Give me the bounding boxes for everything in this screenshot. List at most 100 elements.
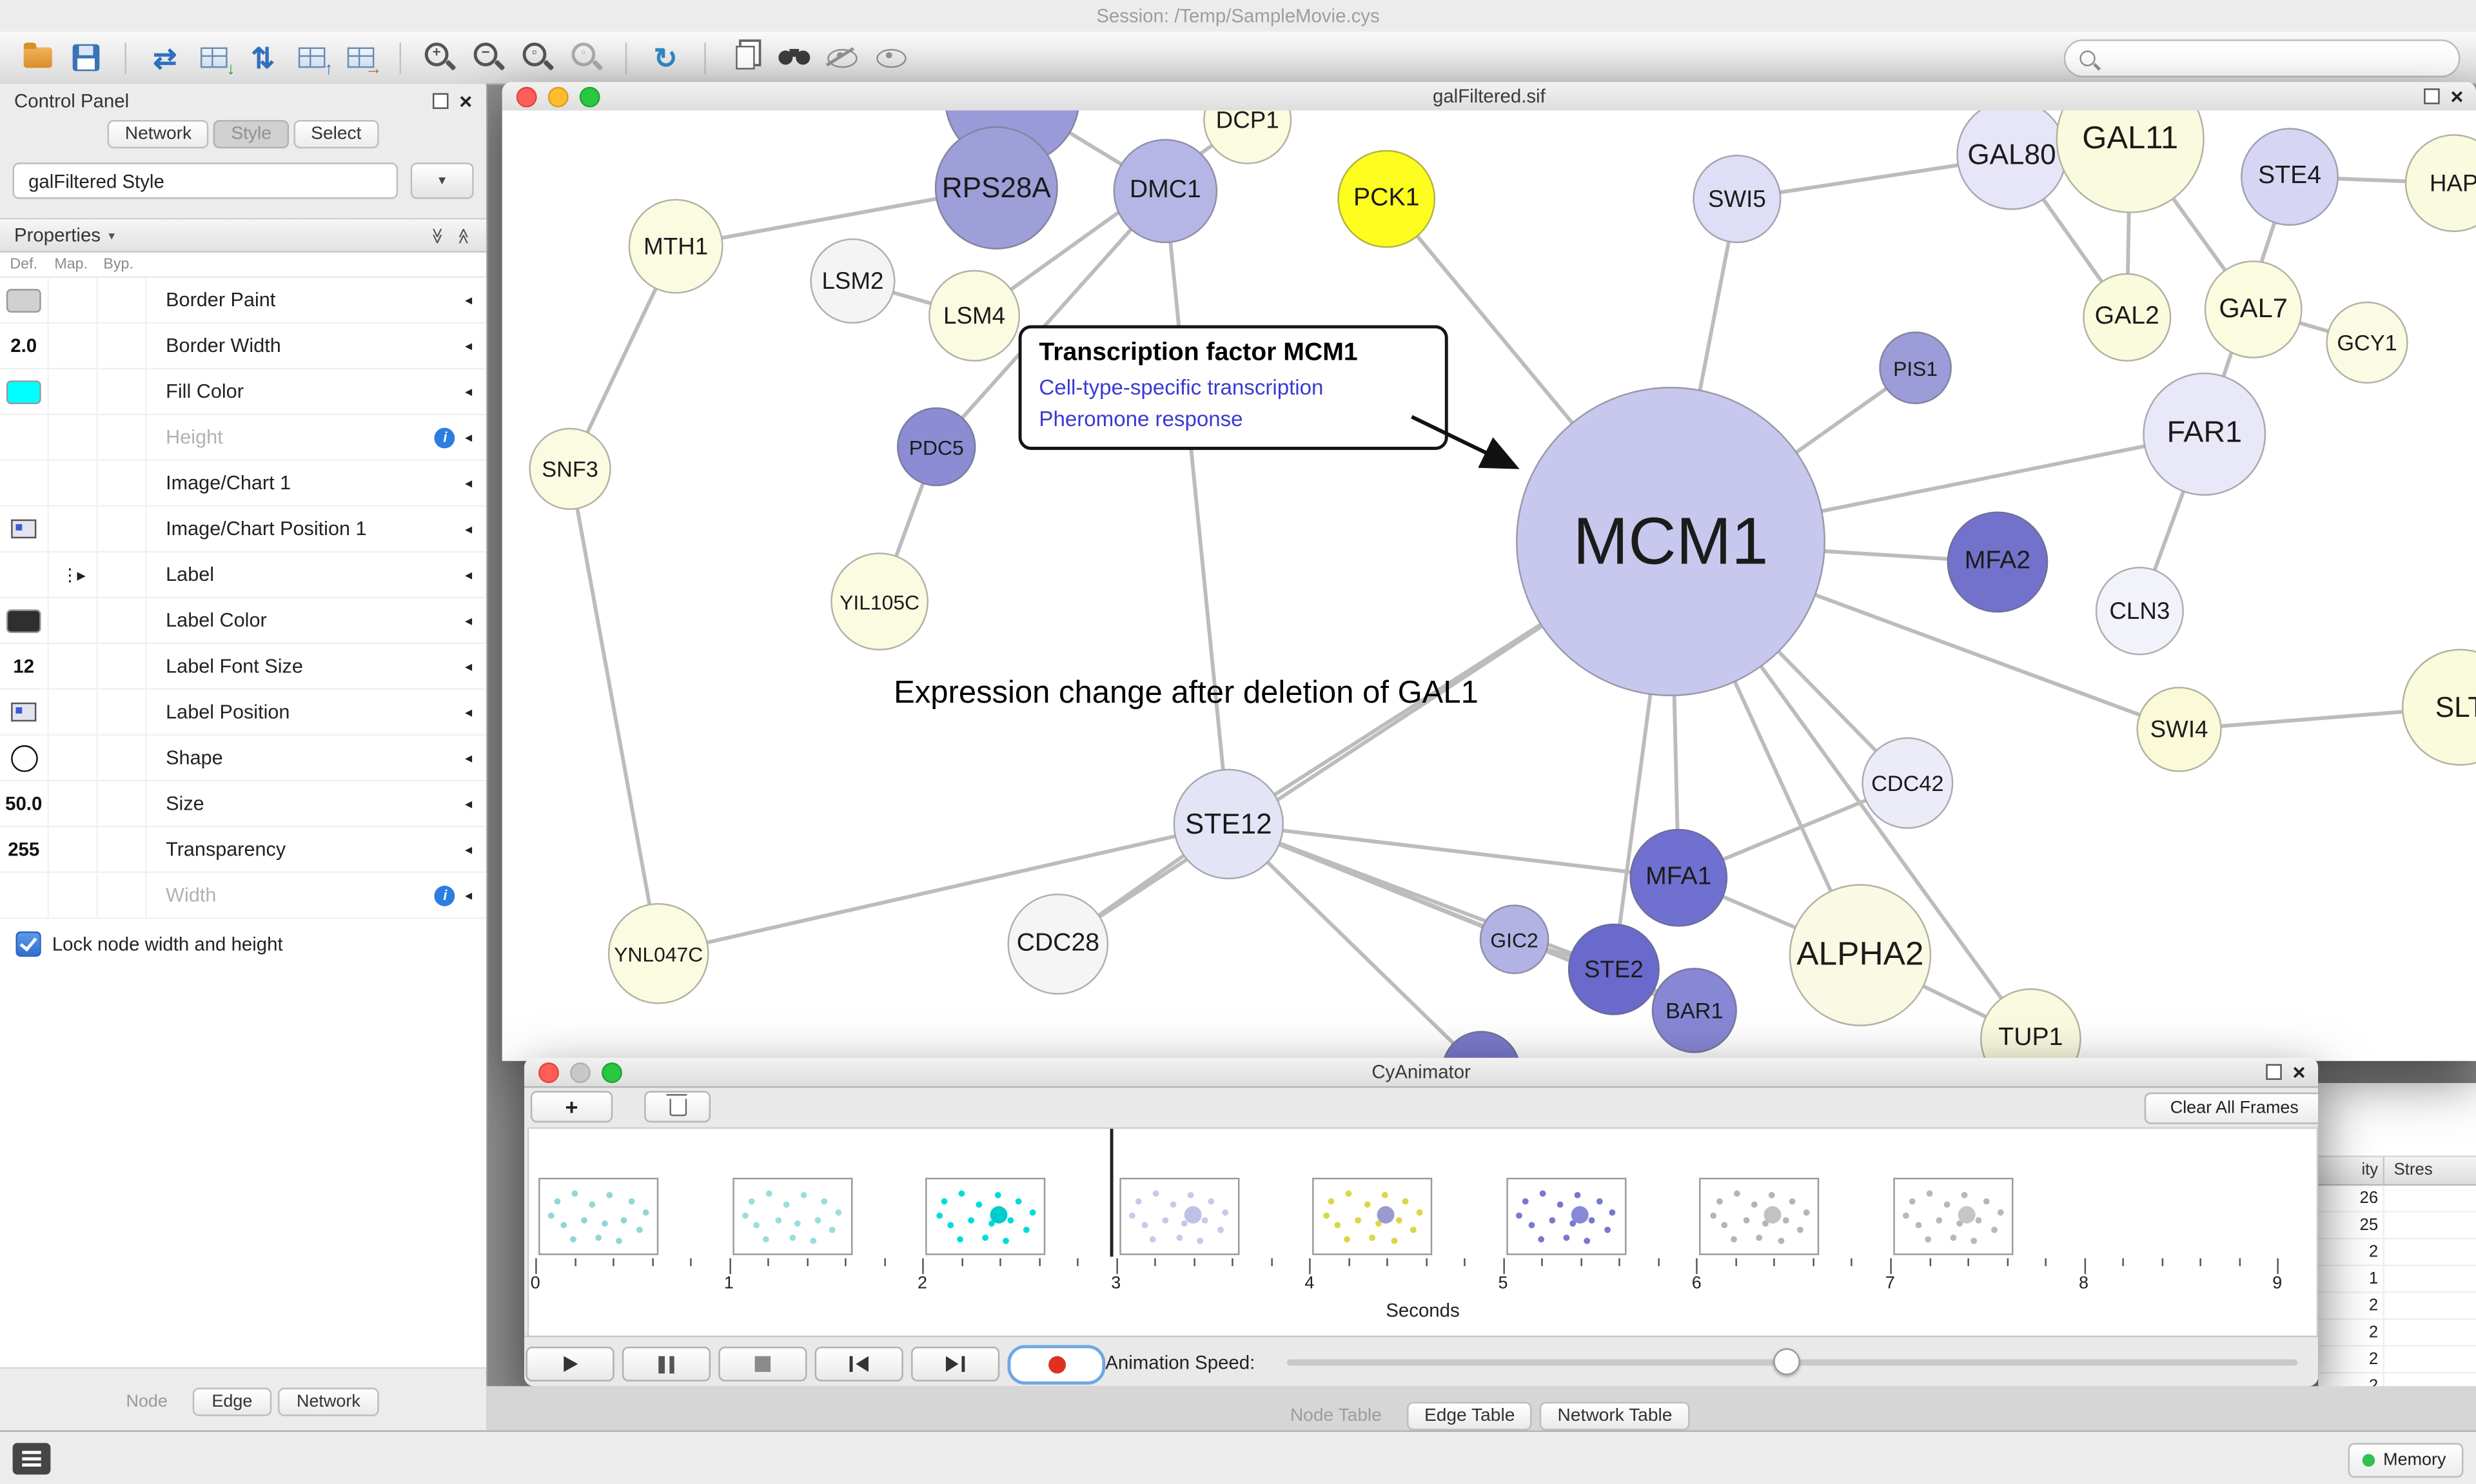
delete-frame-button[interactable] — [644, 1091, 711, 1123]
close-traffic-light[interactable] — [538, 1061, 559, 1082]
network-node-cdc42[interactable]: CDC42 — [1862, 737, 1954, 829]
show-all-icon[interactable] — [867, 36, 916, 79]
frame-thumbnail[interactable] — [1119, 1177, 1239, 1255]
bypass-cell[interactable] — [98, 369, 147, 414]
collapse-all-icon[interactable]: ≫ — [427, 227, 446, 244]
clear-all-frames-button[interactable]: Clear All Frames — [2144, 1092, 2319, 1124]
frame-thumbnail[interactable] — [732, 1177, 852, 1255]
search-input[interactable] — [2105, 43, 2459, 75]
zoom-out-icon[interactable]: − — [464, 36, 513, 79]
mapping-cell[interactable] — [49, 690, 98, 734]
bypass-cell[interactable] — [98, 507, 147, 551]
style-property-row[interactable]: Image/Chart 1◂ — [0, 461, 487, 507]
zoom-in-icon[interactable]: + — [415, 36, 464, 79]
float-window-icon[interactable] — [2265, 1064, 2282, 1080]
network-node-pis1[interactable]: PIS1 — [1879, 331, 1952, 404]
network-node-swi4[interactable]: SWI4 — [2136, 687, 2222, 772]
table-column-header[interactable]: ity — [2361, 1160, 2379, 1180]
network-node-yil105c[interactable]: YIL105C — [830, 552, 929, 650]
tab-style[interactable]: Style — [213, 120, 289, 149]
default-value-cell[interactable]: 255 — [0, 827, 49, 872]
export-table-icon[interactable]: → — [337, 36, 386, 79]
default-value-cell[interactable] — [0, 461, 49, 505]
bypass-cell[interactable] — [98, 644, 147, 688]
network-node-mth1[interactable]: MTH1 — [628, 199, 723, 294]
record-button[interactable] — [1007, 1345, 1106, 1385]
network-node-rps28a[interactable]: RPS28A — [934, 126, 1058, 249]
animation-speed-slider-thumb[interactable] — [1773, 1348, 1800, 1376]
default-value-cell[interactable] — [0, 736, 49, 780]
tab-network[interactable]: Network — [107, 120, 210, 149]
network-window-titlebar[interactable]: galFiltered.sif × — [502, 82, 2476, 112]
expand-row-arrow-icon[interactable]: ◂ — [465, 520, 473, 536]
network-node-gal2[interactable]: GAL2 — [2083, 273, 2172, 362]
minimize-traffic-light[interactable] — [547, 86, 569, 107]
table-row[interactable]: 2 — [2318, 1293, 2476, 1320]
table-row[interactable]: 1 — [2318, 1266, 2476, 1293]
panel-tab-node[interactable]: Node — [126, 1392, 168, 1412]
apply-layout-icon[interactable]: ↻ — [653, 41, 678, 73]
network-node-gcy1[interactable]: GCY1 — [2326, 301, 2408, 384]
info-icon[interactable]: i — [435, 884, 456, 906]
network-node-bar1[interactable]: BAR1 — [1651, 968, 1737, 1053]
lock-size-checkbox[interactable] — [15, 931, 41, 957]
tab-network-table[interactable]: Network Table — [1540, 1401, 1690, 1430]
table-row[interactable]: 26 — [2318, 1186, 2476, 1213]
stop-button[interactable] — [718, 1346, 807, 1381]
network-node-alpha2[interactable]: ALPHA2 — [1789, 884, 1932, 1026]
network-node-dmc1[interactable]: DMC1 — [1113, 139, 1218, 244]
table-row[interactable]: 2 — [2318, 1239, 2476, 1267]
style-options-button[interactable]: ▾ — [410, 162, 474, 199]
default-value-cell[interactable] — [0, 369, 49, 414]
bypass-cell[interactable] — [98, 461, 147, 505]
network-node-ste12[interactable]: STE12 — [1173, 768, 1284, 880]
table-row[interactable]: 2 — [2318, 1320, 2476, 1347]
zoom-selected-icon[interactable]: ◦ — [562, 36, 611, 79]
style-property-row[interactable]: ⋮▸Label◂ — [0, 552, 487, 599]
table-row[interactable]: 2 — [2318, 1346, 2476, 1374]
mapping-cell[interactable] — [49, 278, 98, 322]
zoom-traffic-light[interactable] — [579, 86, 600, 107]
mapping-cell[interactable] — [49, 736, 98, 780]
network-node-pdc5[interactable]: PDC5 — [897, 407, 976, 487]
bypass-cell[interactable] — [98, 278, 147, 322]
table-row[interactable]: 25 — [2318, 1212, 2476, 1240]
expand-row-arrow-icon[interactable]: ◂ — [465, 291, 473, 308]
minimize-traffic-light[interactable] — [570, 1061, 591, 1082]
save-session-icon[interactable] — [62, 36, 111, 79]
network-node-gal7[interactable]: GAL7 — [2204, 260, 2303, 358]
zoom-traffic-light[interactable] — [602, 1061, 622, 1082]
network-node-mfa1[interactable]: MFA1 — [1629, 828, 1728, 927]
style-property-row[interactable]: Shape◂ — [0, 736, 487, 782]
close-icon[interactable]: × — [2292, 1059, 2306, 1085]
default-value-cell[interactable]: 50.0 — [0, 781, 49, 826]
pause-button[interactable] — [622, 1346, 711, 1381]
export-network-icon[interactable]: ↑ — [288, 36, 337, 79]
mapping-cell[interactable] — [49, 369, 98, 414]
mapping-cell[interactable] — [49, 827, 98, 872]
mcm1-annotation[interactable]: Transcription factor MCM1 Cell-type-spec… — [1018, 325, 1448, 451]
expand-row-arrow-icon[interactable]: ◂ — [465, 658, 473, 674]
style-property-row[interactable]: Image/Chart Position 1◂ — [0, 507, 487, 553]
expand-row-arrow-icon[interactable]: ◂ — [465, 886, 473, 903]
network-node-gic2[interactable]: GIC2 — [1479, 904, 1549, 975]
import-table-from-file-icon[interactable]: ↓ — [190, 36, 239, 79]
mapping-cell[interactable] — [49, 324, 98, 368]
close-traffic-light[interactable] — [516, 86, 537, 107]
default-value-cell[interactable] — [0, 278, 49, 322]
style-dropdown[interactable]: galFiltered Style — [12, 162, 398, 199]
annotation-link[interactable]: Cell-type-specific transcription — [1039, 375, 1324, 400]
bypass-cell[interactable] — [98, 827, 147, 872]
default-value-cell[interactable]: 12 — [0, 644, 49, 688]
close-icon[interactable]: × — [2450, 83, 2464, 109]
tab-edge-table[interactable]: Edge Table — [1407, 1401, 1533, 1430]
panel-menu-button[interactable] — [12, 1443, 51, 1475]
frame-thumbnail[interactable] — [538, 1177, 659, 1255]
mapping-cell[interactable] — [49, 873, 98, 917]
mapping-cell[interactable] — [49, 415, 98, 460]
network-edge[interactable] — [568, 468, 661, 954]
expand-row-arrow-icon[interactable]: ◂ — [465, 565, 473, 582]
tab-select[interactable]: Select — [293, 120, 379, 149]
